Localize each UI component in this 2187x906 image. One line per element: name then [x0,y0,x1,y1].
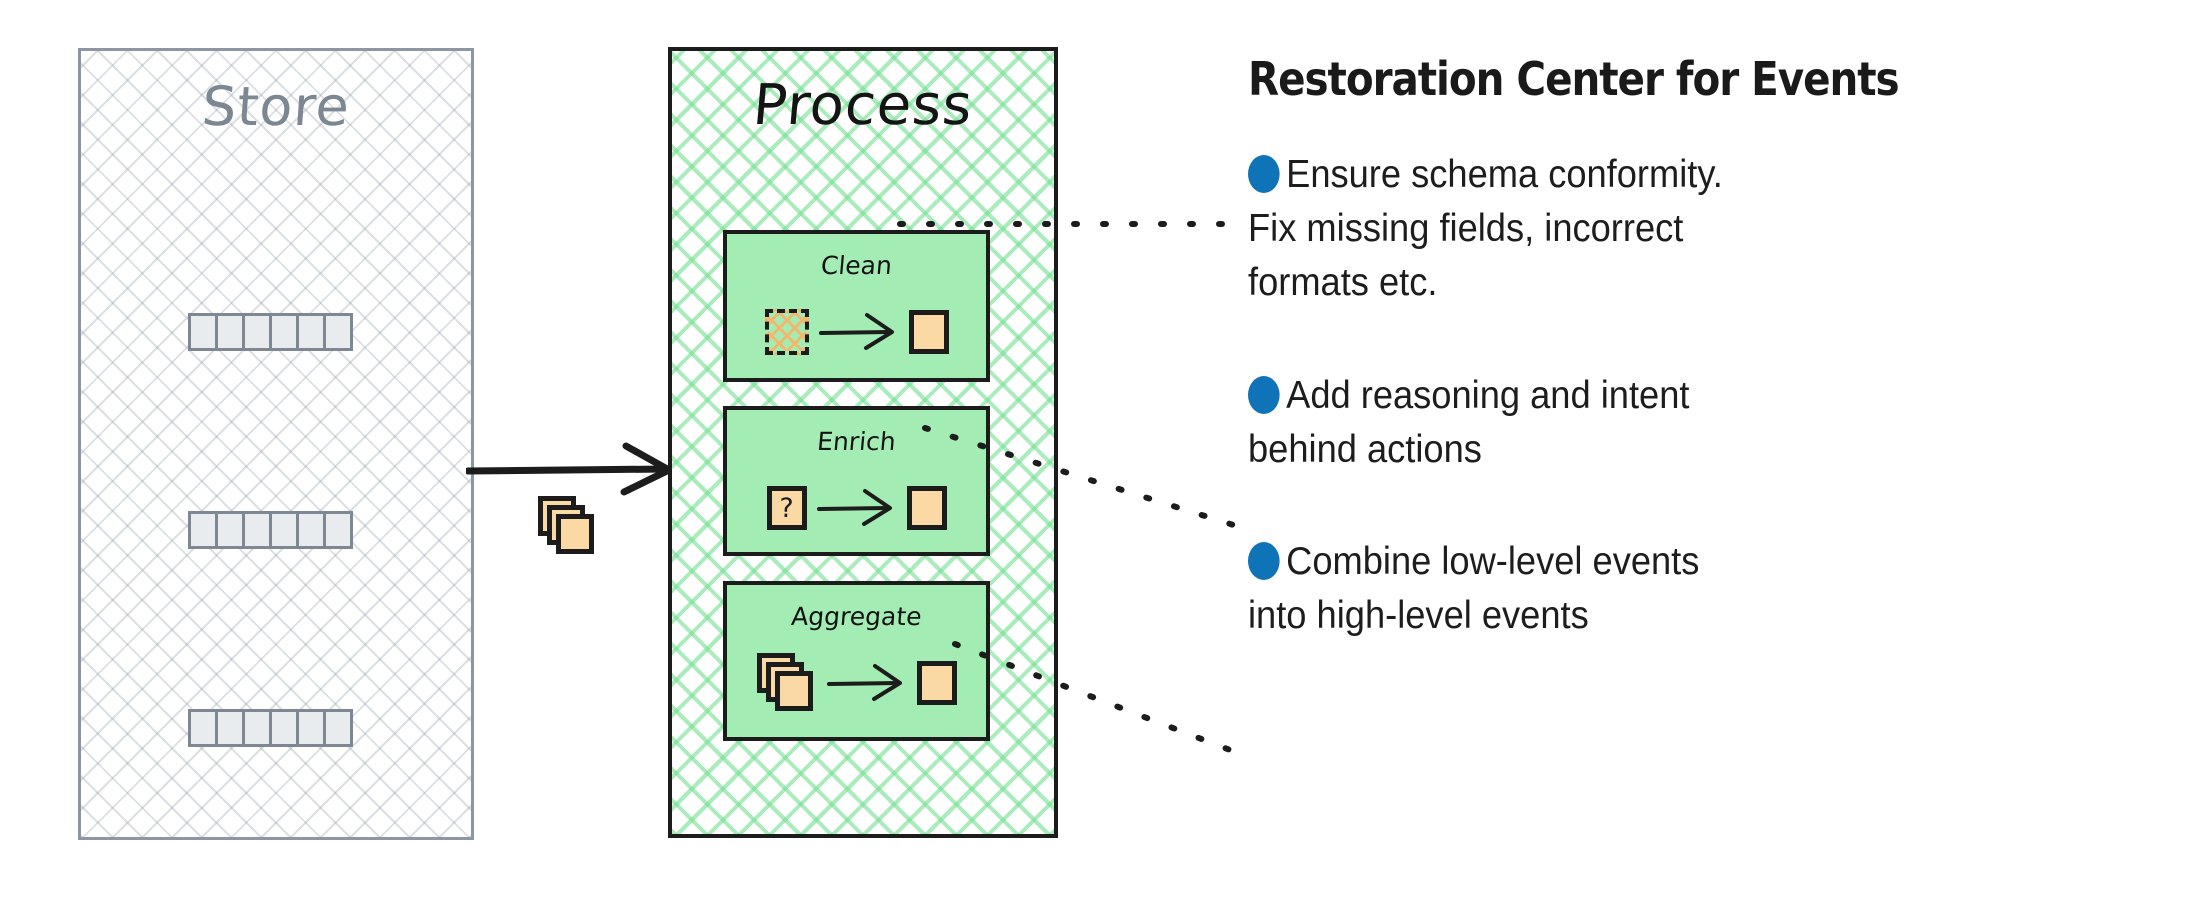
store-cell [215,511,245,549]
store-cell [188,709,218,747]
aggregated-square-icon [916,661,957,705]
bullet-line-2: behind actions [1248,427,1482,471]
store-cell [269,313,299,351]
bullet-line-1: Ensure schema conformity. [1286,153,1723,196]
store-cell [269,511,299,549]
store-cell [188,313,218,351]
page-title: Restoration Center for Events [1248,52,1900,106]
enriched-square-icon [906,486,947,530]
event-card [556,514,594,554]
bullet-line-3: formats etc. [1248,260,1438,304]
question-square-icon: ? [766,486,807,530]
store-cell [269,709,299,747]
stage-enrich[interactable]: Enrich ? [723,406,990,556]
store-row [188,313,368,351]
bullet-text: Add reasoning and intent behind actions [1248,369,1983,477]
store-cell [296,511,326,549]
store-title: Store [199,75,353,138]
stage-aggregate-label: Aggregate [790,602,923,631]
store-cell [242,313,272,351]
store-cell [323,511,353,549]
store-cell [296,709,326,747]
stage-clean[interactable]: Clean [723,230,990,382]
description-panel: Restoration Center for Events Ensure sch… [1248,52,2038,637]
bullet-item: Add reasoning and intent behind actions [1248,369,2038,477]
stage-clean-label: Clean [819,251,894,280]
arrow-right-icon [816,489,892,526]
bullet-item: Ensure schema conformity. Fix missing fi… [1248,148,2038,309]
store-cell [242,511,272,549]
store-cell [242,709,272,747]
store-cell [323,709,353,747]
bullet-line-2: into high-level events [1248,593,1589,637]
question-glyph: ? [779,492,794,524]
process-title: Process [750,73,976,138]
store-to-process-arrow-icon [466,442,673,496]
store-cell [188,511,218,549]
store-row [188,511,368,549]
store-panel: Store [78,48,474,840]
dirty-hatched-square-icon [764,309,809,355]
store-cell [215,709,245,747]
card-stack-icon [756,653,817,713]
stage-clean-row [727,296,986,368]
store-cell [215,313,245,351]
bullet-text: Combine low-level events into high-level… [1248,535,1983,643]
clean-square-icon [908,310,949,354]
stage-aggregate[interactable]: Aggregate [723,581,990,741]
event-card-stack-icon [538,496,598,556]
stage-enrich-label: Enrich [815,427,898,456]
blue-dot-icon [1248,376,1280,414]
bullet-line-2: Fix missing fields, incorrect [1248,206,1684,250]
event-card [774,671,813,711]
bullet-line-1: Combine low-level events [1286,540,1700,583]
arrow-right-icon [826,664,902,701]
bullet-item: Combine low-level events into high-level… [1248,535,2038,643]
stage-aggregate-row [727,647,986,719]
store-row [188,709,368,747]
arrow-right-icon [818,313,894,350]
blue-dot-icon [1248,542,1280,580]
blue-dot-icon [1248,155,1280,193]
store-cell [296,313,326,351]
stage-enrich-row: ? [727,472,986,544]
bullet-line-1: Add reasoning and intent [1286,374,1690,417]
process-panel: Process Clean Enrich ? [668,47,1058,838]
bullet-text: Ensure schema conformity. Fix missing fi… [1248,148,1983,309]
store-cell [323,313,353,351]
